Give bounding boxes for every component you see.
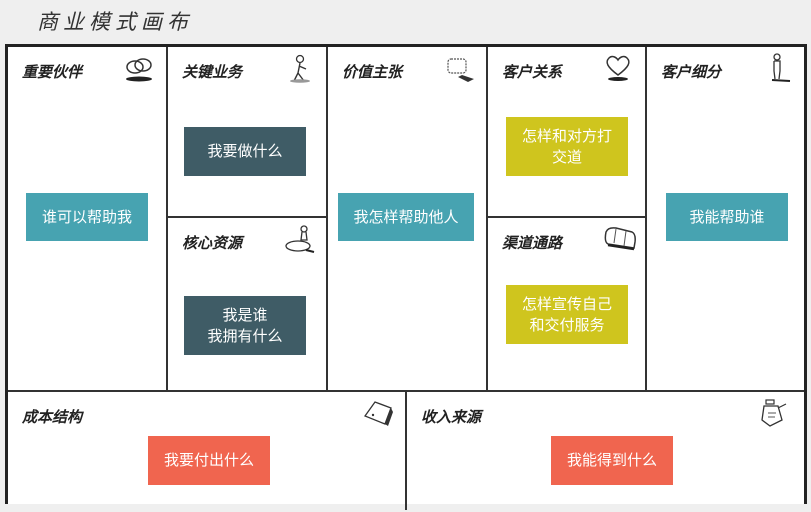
chess-piece-icon <box>285 225 315 253</box>
chain-link-icon <box>126 58 152 82</box>
block-customer-segments: 客户细分 我能帮助谁 <box>647 47 804 390</box>
block-heading: 重要伙伴 <box>22 63 83 81</box>
divider <box>645 47 647 390</box>
page-title: 商业模式画布 <box>37 10 193 34</box>
worker-icon <box>290 54 310 83</box>
block-channels: 渠道通路 怎样宣传自己 和交付服务 <box>488 218 645 390</box>
block-heading: 关键业务 <box>182 63 243 81</box>
block-customer-relationships: 客户关系 怎样和对方打 交道 <box>488 47 645 216</box>
divider <box>486 47 488 390</box>
block-cost-structure: 成本结构 我要付出什么 <box>8 392 405 512</box>
note-key-resources: 我是谁 我拥有什么 <box>184 296 306 355</box>
block-heading: 客户关系 <box>502 63 563 81</box>
business-model-canvas: 重要伙伴 谁可以帮助我 关键业务 我要做什么 核心资源 我是谁 我拥有什么 价值… <box>5 44 807 510</box>
note-customer-relationships: 怎样和对方打 交道 <box>506 117 628 176</box>
price-tag-icon <box>363 401 393 426</box>
gift-icon <box>447 58 474 82</box>
block-heading: 收入来源 <box>421 408 482 426</box>
block-heading: 核心资源 <box>182 234 243 252</box>
block-key-resources: 核心资源 我是谁 我拥有什么 <box>168 218 326 390</box>
note-channels: 怎样宣传自己 和交付服务 <box>506 285 628 344</box>
heart-icon <box>606 55 630 81</box>
block-heading: 价值主张 <box>342 63 403 81</box>
person-icon <box>771 53 791 82</box>
block-heading: 客户细分 <box>661 63 722 81</box>
note-customer-segments: 我能帮助谁 <box>666 193 788 241</box>
divider <box>486 216 645 218</box>
note-key-partners: 谁可以帮助我 <box>26 193 148 241</box>
block-heading: 成本结构 <box>22 408 83 426</box>
divider <box>166 47 168 390</box>
divider <box>405 390 407 510</box>
divider <box>326 47 328 390</box>
note-cost-structure: 我要付出什么 <box>148 436 270 485</box>
note-value-propositions: 我怎样帮助他人 <box>338 193 474 241</box>
note-revenue-streams: 我能得到什么 <box>551 436 673 485</box>
truck-icon <box>604 227 636 251</box>
money-bag-icon <box>761 399 787 427</box>
block-revenue-streams: 收入来源 我能得到什么 <box>407 392 804 512</box>
divider <box>166 216 326 218</box>
block-key-partners: 重要伙伴 谁可以帮助我 <box>8 47 166 390</box>
block-key-activities: 关键业务 我要做什么 <box>168 47 326 216</box>
block-heading: 渠道通路 <box>502 234 563 252</box>
note-key-activities: 我要做什么 <box>184 127 306 176</box>
block-value-propositions: 价值主张 我怎样帮助他人 <box>328 47 486 390</box>
